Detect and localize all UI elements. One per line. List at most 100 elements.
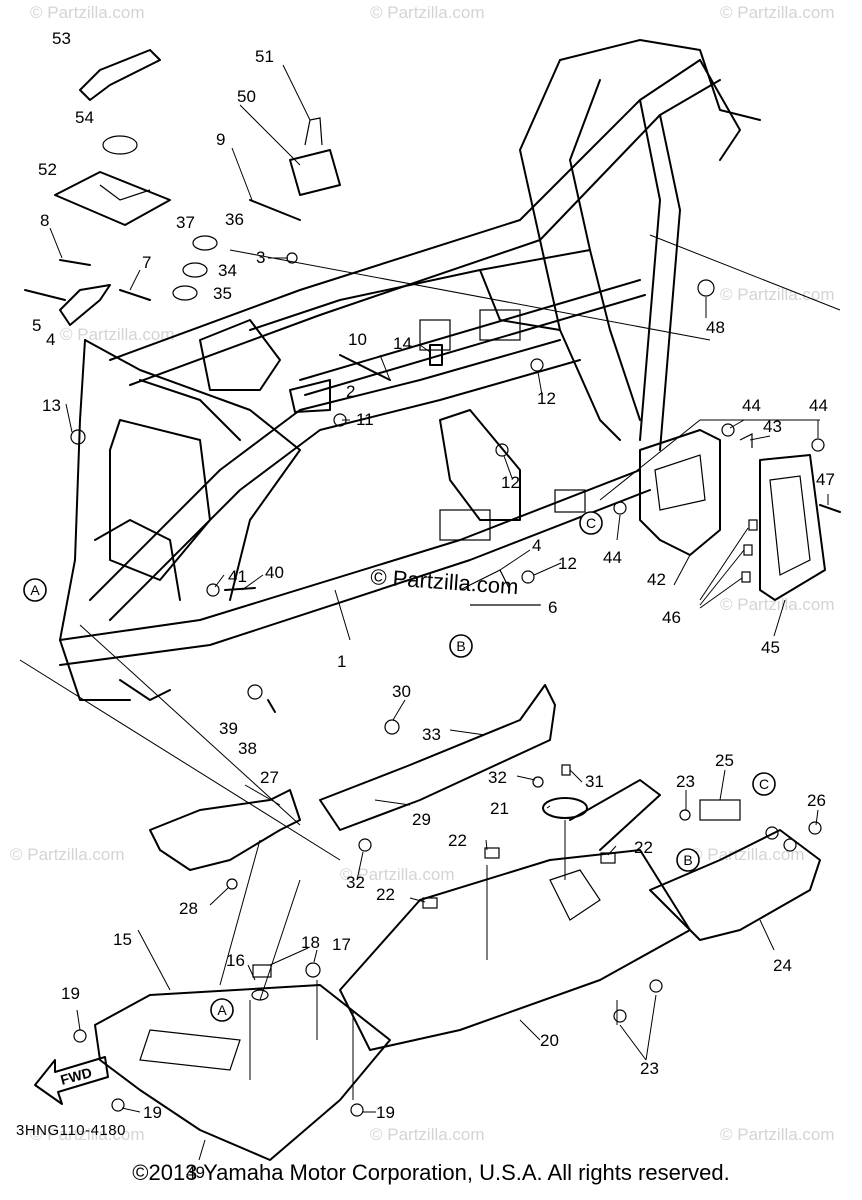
callout-54: 54 [75, 108, 94, 127]
watermark: © Partzilla.com [10, 845, 125, 864]
callout-19: 19 [143, 1103, 162, 1122]
watermark: © Partzilla.com [370, 1125, 485, 1144]
watermark: © Partzilla.com [720, 285, 835, 304]
callout-14: 14 [393, 334, 412, 353]
callout-44: 44 [809, 396, 828, 415]
callout-12: 12 [558, 554, 577, 573]
callout-51: 51 [255, 47, 274, 66]
callout-41: 41 [228, 567, 247, 586]
watermark: © Partzilla.com [340, 865, 455, 884]
ref-label-a: A [217, 1002, 227, 1018]
callout-42: 42 [647, 570, 666, 589]
callout-9: 9 [216, 130, 225, 149]
callout-23: 23 [676, 772, 695, 791]
callout-27: 27 [260, 768, 279, 787]
callout-10: 10 [348, 330, 367, 349]
ref-label-a: A [30, 582, 40, 598]
callout-37: 37 [176, 213, 195, 232]
skid-plate-group: FWD [34, 684, 822, 1161]
callout-22: 22 [376, 885, 395, 904]
watermark: © Partzilla.com [720, 3, 835, 22]
callout-4: 4 [46, 330, 55, 349]
ref-label-b: B [456, 638, 465, 654]
frame-drawing [59, 39, 761, 701]
callout-26: 26 [807, 791, 826, 810]
hardware-upper-left [24, 49, 715, 713]
watermark: © Partzilla.com [60, 325, 175, 344]
callout-53: 53 [52, 29, 71, 48]
callout-15: 15 [113, 930, 132, 949]
callout-20: 20 [540, 1031, 559, 1050]
callout-leaders [49, 64, 829, 1161]
callout-43: 43 [763, 417, 782, 436]
ref-circle-c [752, 772, 776, 796]
callout-8: 8 [40, 211, 49, 230]
ref-circle-a [210, 998, 234, 1022]
battery-box-group [613, 423, 841, 601]
callout-17: 17 [332, 935, 351, 954]
callout-48: 48 [706, 318, 725, 337]
callout-22: 22 [448, 831, 467, 850]
callout-34: 34 [218, 261, 237, 280]
callout-39: 39 [219, 719, 238, 738]
fwd-label: FWD [59, 1064, 94, 1088]
callout-47: 47 [816, 470, 835, 489]
callout-4: 4 [532, 536, 541, 555]
callout-31: 31 [585, 772, 604, 791]
callout-36: 36 [225, 210, 244, 229]
callout-25: 25 [715, 751, 734, 770]
callout-49: 49 [186, 1163, 205, 1182]
callout-33: 33 [422, 725, 441, 744]
callout-18: 18 [301, 933, 320, 952]
callout-16: 16 [226, 951, 245, 970]
callout-1: 1 [337, 652, 346, 671]
callout-28: 28 [179, 899, 198, 918]
callout-2: 2 [346, 382, 355, 401]
callout-12: 12 [537, 389, 556, 408]
ref-circle-b [676, 848, 700, 872]
callout-50: 50 [237, 87, 256, 106]
callout-35: 35 [213, 284, 232, 303]
callout-labels: 53 54 52 51 50 9 37 36 8 3 34 35 7 5 4 1… [32, 29, 835, 1182]
callout-44: 44 [742, 396, 761, 415]
assembly-lines [19, 234, 841, 1100]
callout-32: 32 [488, 768, 507, 787]
copyright-notice: ©2013 Yamaha Motor Corporation, U.S.A. A… [132, 1160, 730, 1185]
callout-32: 32 [346, 873, 365, 892]
ref-label-b: B [683, 852, 692, 868]
callout-5: 5 [32, 316, 41, 335]
callout-19: 19 [376, 1103, 395, 1122]
ref-label-c: C [586, 515, 596, 531]
callout-19: 19 [61, 984, 80, 1003]
callout-3: 3 [256, 248, 265, 267]
callout-52: 52 [38, 160, 57, 179]
watermark: © Partzilla.com [720, 595, 835, 614]
callout-13: 13 [42, 396, 61, 415]
watermarks: © Partzilla.com © Partzilla.com © Partzi… [10, 3, 835, 1144]
callout-29: 29 [412, 810, 431, 829]
callout-7: 7 [142, 253, 151, 272]
callout-24: 24 [773, 956, 792, 975]
callout-11: 11 [356, 410, 374, 429]
callout-30: 30 [392, 682, 411, 701]
callout-12: 12 [501, 473, 520, 492]
callout-40: 40 [265, 563, 284, 582]
watermark: © Partzilla.com [370, 3, 485, 22]
ref-circle-c [579, 511, 603, 535]
callout-45: 45 [761, 638, 780, 657]
callout-22: 22 [634, 838, 653, 857]
watermark: © Partzilla.com [30, 3, 145, 22]
callout-6: 6 [548, 598, 557, 617]
callout-21: 21 [490, 799, 509, 818]
watermark: © Partzilla.com [30, 1125, 145, 1144]
reference-circles: A A B B C C [23, 511, 776, 1022]
callout-38: 38 [238, 739, 257, 758]
ref-circle-b [449, 634, 473, 658]
diagram-code: 3HNG110-4180 [16, 1122, 126, 1139]
callout-23: 23 [640, 1059, 659, 1078]
callout-46: 46 [662, 608, 681, 627]
ref-label-c: C [759, 776, 769, 792]
ref-circle-a [23, 578, 47, 602]
watermark: © Partzilla.com [690, 845, 805, 864]
